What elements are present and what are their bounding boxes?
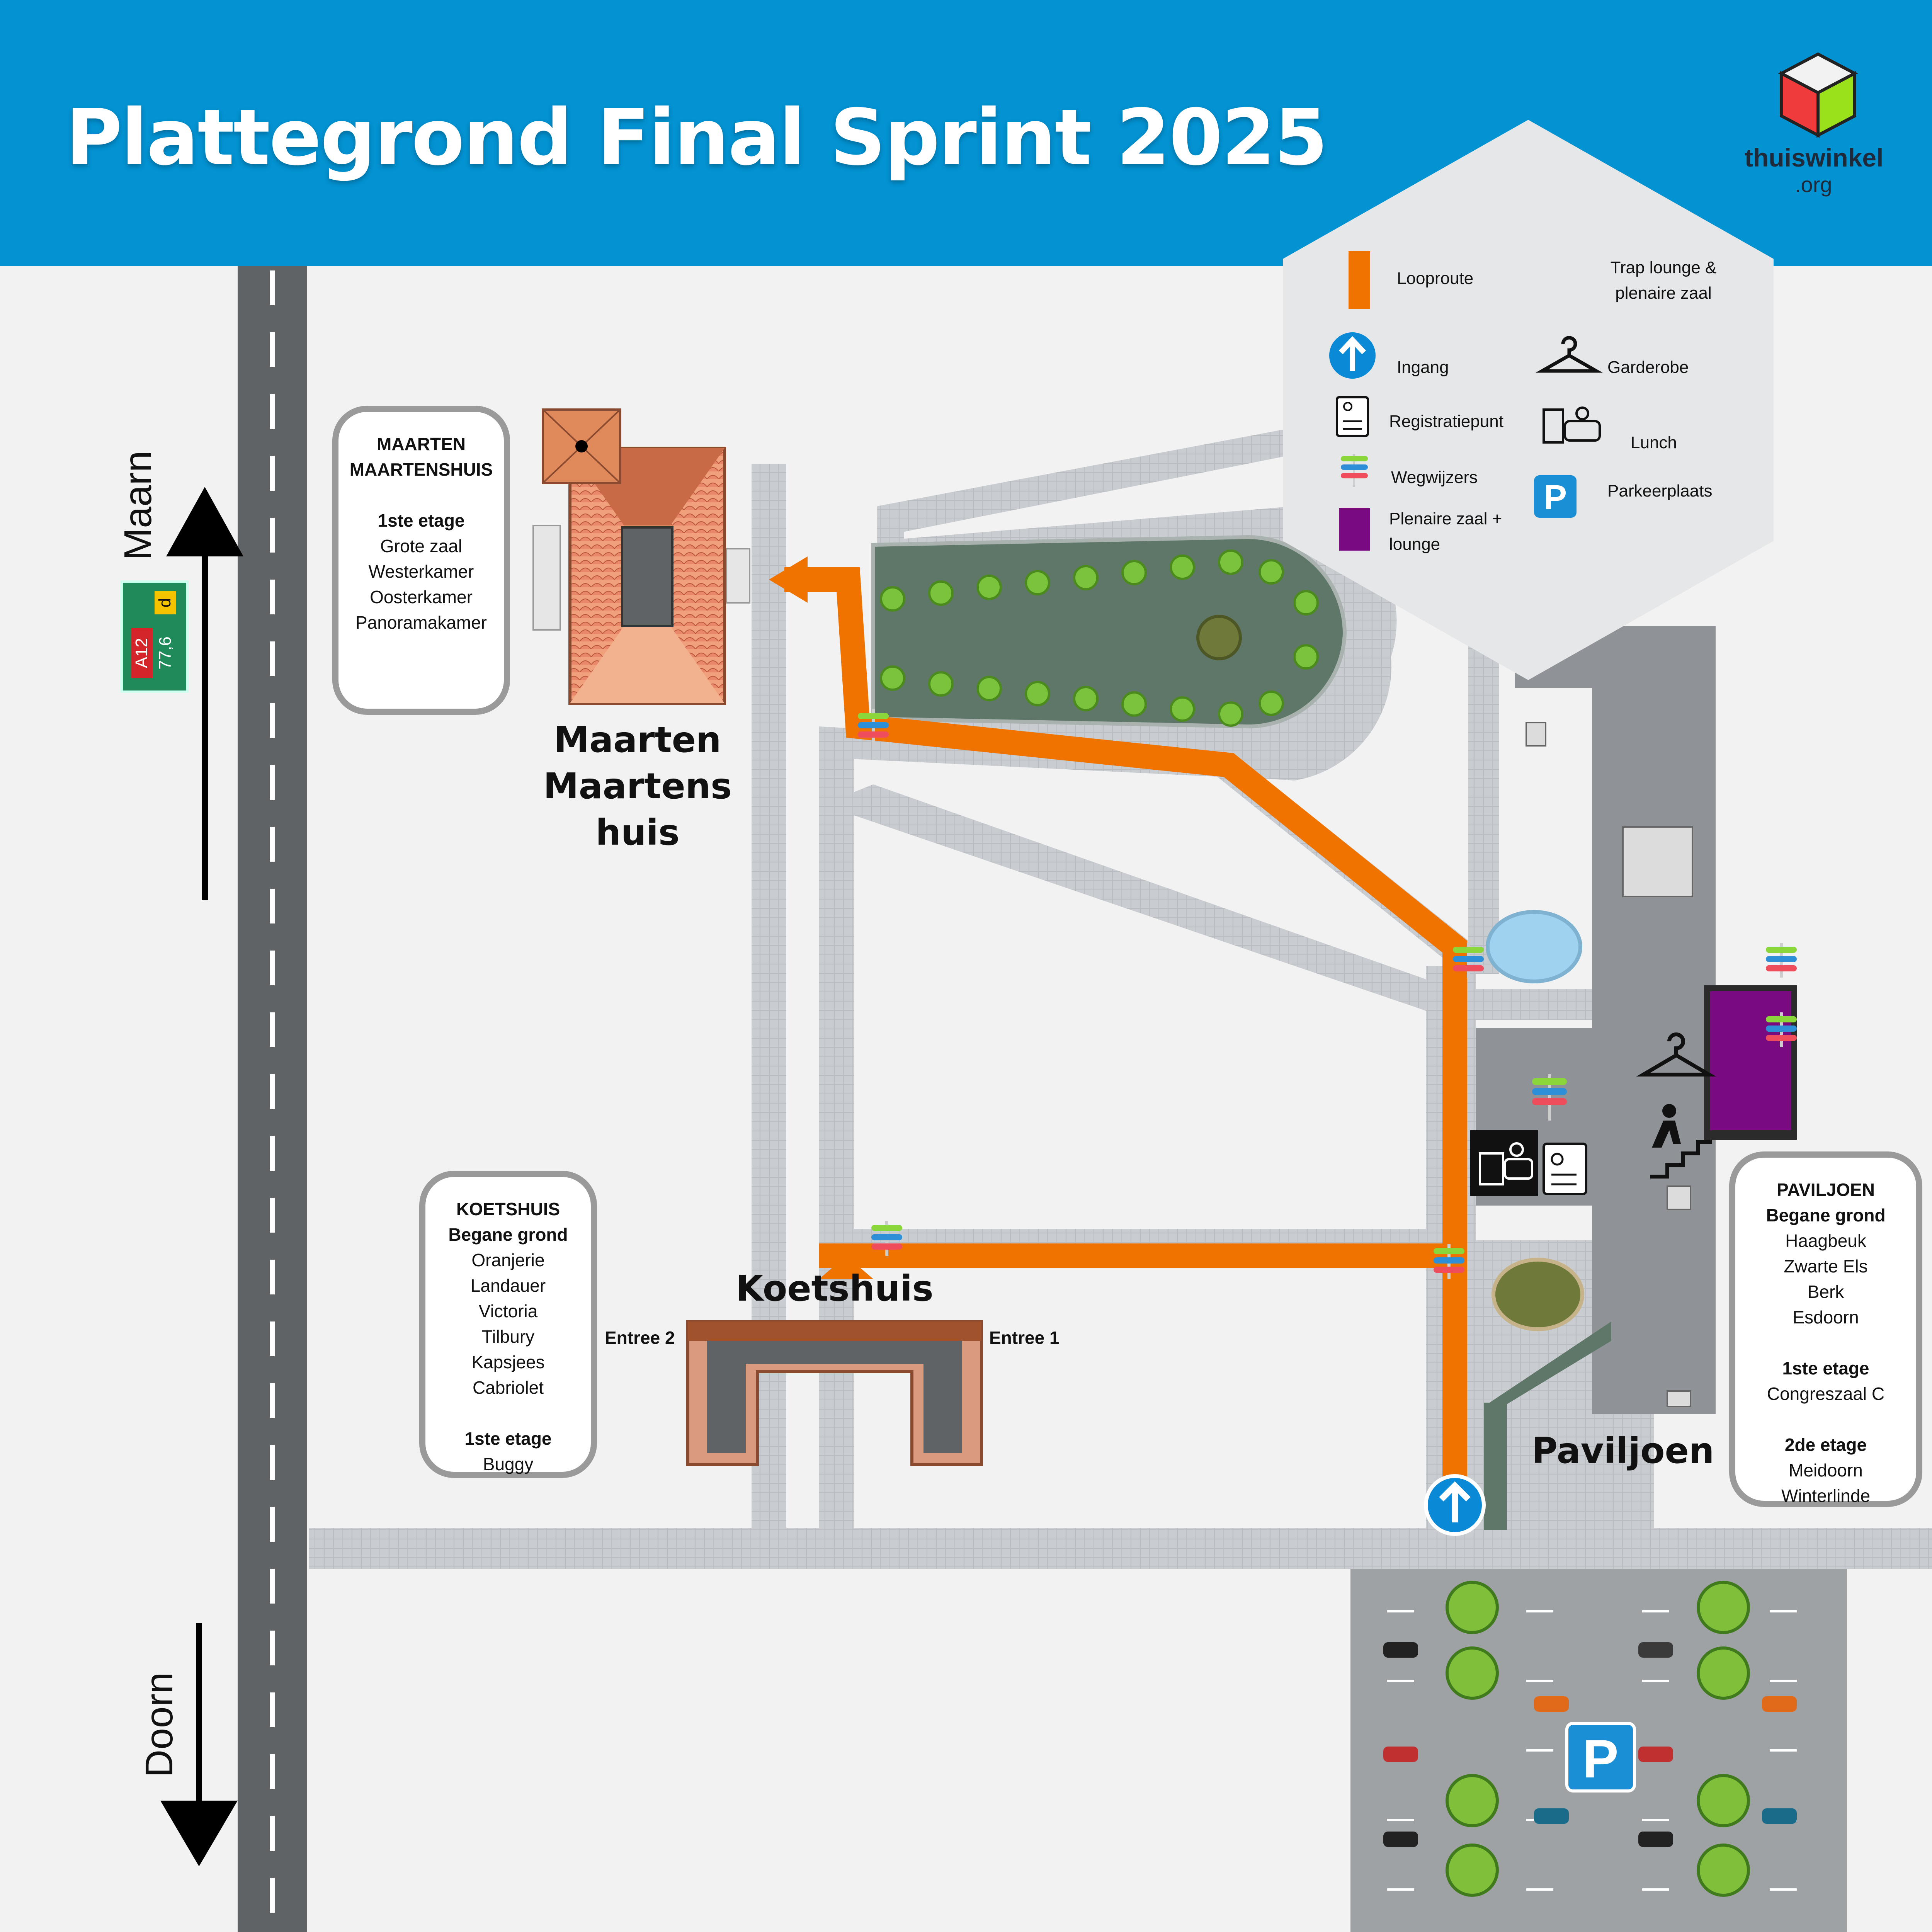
maarten-maartenshuis-building: [532, 408, 750, 705]
legend-label: Ingang: [1397, 358, 1449, 377]
signpost-icon: [858, 709, 1797, 1279]
koetshuis-building: [686, 1320, 983, 1466]
info-title: MAARTEN: [377, 434, 466, 454]
building-label-line: Maartens: [543, 765, 732, 807]
room-item: Tilbury: [481, 1327, 535, 1347]
walking-route[interactable]: [784, 567, 1467, 1499]
room-item: Congreszaal C: [1767, 1384, 1885, 1404]
registration-icon: [1543, 1143, 1587, 1195]
room-item: Westerkamer: [368, 561, 474, 582]
floor-label: Begane grond: [1766, 1205, 1886, 1225]
entree-1-label: Entree 1: [989, 1328, 1060, 1348]
legend-label: Garderobe: [1607, 358, 1689, 377]
road-label-doorn: Doorn: [138, 1672, 181, 1777]
room-item: Kapsjees: [471, 1352, 545, 1372]
route-arrow-maarten: [769, 556, 808, 603]
floor-label: 1ste etage: [464, 1429, 552, 1449]
room-item: Victoria: [478, 1301, 538, 1321]
info-box-paviljoen: PAVILJOEN Begane grond Haagbeuk Zwarte E…: [1729, 1151, 1922, 1507]
orange-bar-icon: [1349, 251, 1370, 309]
sign-road-number: A12: [132, 638, 151, 668]
info-title: MAARTENSHUIS: [349, 459, 493, 480]
legend-panel: P: [1283, 120, 1774, 680]
room-item: Oosterkamer: [370, 587, 473, 607]
svg-text:P: P: [1544, 478, 1567, 517]
page-title: Plattegrond Final Sprint 2025: [66, 93, 1328, 183]
entrance-arrow-icon: [1329, 332, 1376, 379]
floor-label: 1ste etage: [378, 510, 465, 531]
room-item: Haagbeuk: [1785, 1231, 1866, 1251]
entrance-arrow-icon[interactable]: [1424, 1474, 1486, 1536]
sign-letter: d: [155, 598, 175, 608]
room-item: Landauer: [470, 1276, 546, 1296]
info-box-maarten: MAARTEN MAARTENSHUIS 1ste etage Grote za…: [332, 406, 510, 715]
room-item: Panoramakamer: [355, 612, 487, 633]
road-label-maarn: Maarn: [116, 451, 160, 560]
brand-name: thuiswinkel: [1745, 143, 1884, 172]
info-box-koetshuis: KOETSHUIS Begane grond Oranjerie Landaue…: [419, 1171, 597, 1478]
room-item: Grote zaal: [380, 536, 463, 556]
legend-label: Plenaire zaal + lounge: [1389, 509, 1502, 554]
room-item: Oranjerie: [471, 1250, 545, 1270]
floor-label: 2de etage: [1784, 1435, 1867, 1455]
info-title: KOETSHUIS: [456, 1199, 560, 1219]
building-label-line: Maarten: [554, 719, 721, 760]
garden: [871, 506, 1397, 781]
lunch-icon: [1543, 406, 1601, 444]
highway-sign: A12 d 77,6: [128, 587, 182, 686]
legend-label: Lunch: [1631, 433, 1677, 452]
legend-label: Wegwijzers: [1391, 468, 1478, 487]
info-title: PAVILJOEN: [1777, 1180, 1875, 1200]
pond: [1486, 910, 1582, 983]
room-item: Berk: [1807, 1282, 1844, 1302]
room-item: Winterlinde: [1781, 1486, 1871, 1506]
legend-label: Looproute: [1397, 269, 1474, 288]
floor-label: 1ste etage: [1782, 1358, 1869, 1378]
hanger-icon: [1536, 336, 1603, 373]
brand-tld: .org: [1795, 172, 1832, 197]
thuiswinkel-logo-icon: [1778, 52, 1858, 138]
stairs-icon: [1650, 1104, 1712, 1179]
room-item: Cabriolet: [472, 1378, 544, 1398]
room-item: Meidoorn: [1789, 1460, 1863, 1480]
hanger-icon: [1636, 1032, 1716, 1077]
main-road: [238, 266, 307, 1932]
building-label-paviljoen: Paviljoen: [1531, 1430, 1714, 1471]
registration-icon: [1336, 396, 1369, 437]
legend-label: Parkeerplaats: [1607, 481, 1713, 500]
room-item: Esdoorn: [1793, 1307, 1859, 1327]
north-arrow-icon: [166, 487, 243, 900]
svg-text:P: P: [1582, 1728, 1618, 1789]
room-item: Zwarte Els: [1784, 1256, 1868, 1276]
room-item: Buggy: [483, 1454, 534, 1474]
signpost-icon: [1341, 454, 1368, 487]
legend-label: Trap lounge & plenaire zaal: [1610, 258, 1717, 303]
plenaire-zaal-lounge: [1710, 991, 1791, 1130]
building-label-koetshuis: Koetshuis: [736, 1268, 934, 1309]
entree-2-label: Entree 2: [605, 1328, 675, 1348]
lunch-icon: [1470, 1130, 1538, 1196]
building-label-maarten: Maarten Maartens huis: [518, 717, 757, 856]
paviljoen-building: [1476, 626, 1797, 1530]
floor-label: Begane grond: [448, 1225, 568, 1245]
route-arrow-koetshuis: [819, 1256, 873, 1279]
purple-square-icon: [1339, 508, 1370, 551]
parking-icon: P: [1534, 475, 1577, 518]
south-arrow-icon: [160, 1623, 238, 1866]
building-label-line: huis: [595, 812, 680, 853]
sign-km: 77,6: [155, 636, 175, 670]
parking-icon: P: [1565, 1722, 1636, 1793]
legend-label: Registratiepunt: [1389, 412, 1503, 431]
